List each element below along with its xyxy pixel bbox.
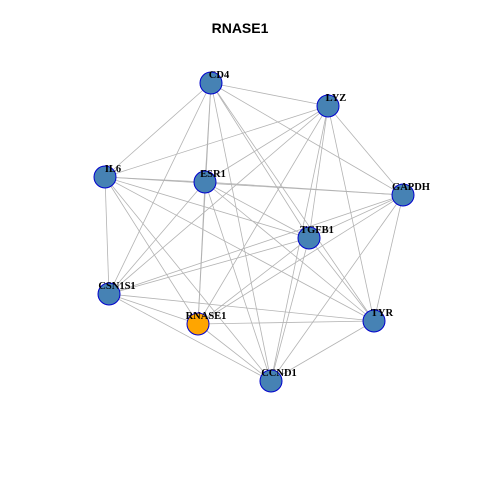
edge-il6-csn1s1 (104, 176, 110, 295)
edge-layer (104, 82, 404, 382)
node-label-il6: IL6 (105, 164, 121, 175)
node-gapdh[interactable]: GAPDH (391, 182, 430, 207)
edge-cd4-ccnd1 (210, 82, 272, 382)
edge-esr1-gapdh (204, 181, 404, 196)
edge-tyr-ccnd1 (270, 320, 375, 382)
node-circle-il6[interactable] (93, 165, 117, 189)
edge-rnase1-ccnd1 (197, 323, 272, 382)
edge-il6-ccnd1 (104, 176, 272, 382)
edge-esr1-ccnd1 (204, 181, 272, 382)
edge-tgfb1-ccnd1 (270, 237, 310, 382)
node-label-rnase1: RNASE1 (186, 311, 227, 322)
node-label-tyr: TYR (371, 308, 394, 319)
edge-gapdh-tyr (373, 194, 404, 322)
edge-esr1-tyr (204, 181, 375, 322)
node-circle-esr1[interactable] (193, 170, 217, 194)
edge-cd4-gapdh (210, 82, 404, 196)
edge-gapdh-ccnd1 (270, 194, 404, 382)
node-label-ccnd1: CCND1 (261, 368, 297, 379)
edge-lyz-gapdh (327, 105, 404, 196)
node-tyr[interactable]: TYR (362, 308, 394, 333)
edge-il6-tgfb1 (104, 176, 310, 239)
edge-csn1s1-tyr (108, 293, 375, 322)
edge-gapdh-rnase1 (197, 194, 404, 325)
edge-rnase1-tyr (197, 320, 375, 325)
edge-cd4-tgfb1 (210, 82, 310, 239)
node-lyz[interactable]: LYZ (316, 93, 347, 118)
node-circle-rnase1[interactable] (186, 312, 210, 336)
edge-cd4-il6 (104, 82, 212, 178)
edge-lyz-rnase1 (197, 105, 329, 325)
edge-lyz-csn1s1 (108, 105, 329, 295)
node-circle-gapdh[interactable] (391, 183, 415, 207)
node-circle-cd4[interactable] (199, 71, 223, 95)
edge-tgfb1-csn1s1 (108, 237, 310, 295)
node-label-gapdh: GAPDH (392, 182, 430, 193)
node-rnase1[interactable]: RNASE1 (186, 311, 227, 336)
edge-csn1s1-ccnd1 (108, 293, 272, 382)
edge-cd4-tyr (210, 82, 375, 322)
node-label-lyz: LYZ (326, 93, 347, 104)
node-label-esr1: ESR1 (200, 169, 226, 180)
edge-il6-rnase1 (104, 176, 199, 325)
node-csn1s1[interactable]: CSN1S1 (97, 281, 136, 306)
edge-lyz-tgfb1 (308, 105, 329, 239)
node-ccnd1[interactable]: CCND1 (259, 368, 297, 393)
edge-cd4-csn1s1 (108, 82, 212, 295)
edge-tgfb1-tyr (308, 237, 375, 322)
edge-esr1-rnase1 (197, 181, 206, 325)
node-label-csn1s1: CSN1S1 (98, 281, 135, 292)
node-label-cd4: CD4 (209, 70, 230, 81)
edge-gapdh-csn1s1 (108, 194, 404, 295)
node-circle-tyr[interactable] (362, 309, 386, 333)
edge-il6-tyr (104, 176, 375, 322)
edge-lyz-esr1 (204, 105, 329, 183)
edge-lyz-il6 (104, 105, 329, 178)
edge-gapdh-tgfb1 (308, 194, 404, 239)
edge-esr1-tgfb1 (204, 181, 310, 239)
edge-lyz-tyr (327, 105, 375, 322)
node-esr1[interactable]: ESR1 (193, 169, 226, 194)
node-il6[interactable]: IL6 (93, 164, 121, 189)
edge-csn1s1-rnase1 (108, 293, 199, 325)
edge-tgfb1-rnase1 (197, 237, 310, 325)
node-label-tgfb1: TGFB1 (300, 225, 334, 236)
node-circle-csn1s1[interactable] (97, 282, 121, 306)
node-circle-tgfb1[interactable] (297, 226, 321, 250)
node-circle-ccnd1[interactable] (259, 369, 283, 393)
node-tgfb1[interactable]: TGFB1 (297, 225, 334, 250)
node-cd4[interactable]: CD4 (199, 70, 230, 95)
node-circle-lyz[interactable] (316, 94, 340, 118)
edge-esr1-csn1s1 (108, 181, 206, 295)
graph-title: RNASE1 (211, 20, 269, 36)
edge-cd4-lyz (210, 82, 329, 107)
